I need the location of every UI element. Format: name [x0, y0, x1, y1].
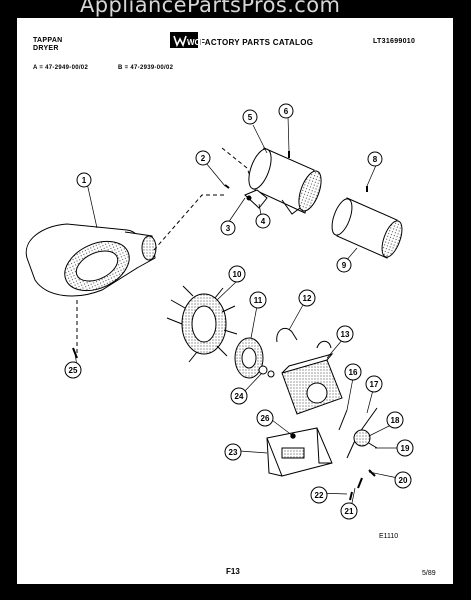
callout-16: 16: [344, 363, 362, 381]
blower-housing: [25, 223, 157, 297]
svg-text:23: 23: [229, 448, 238, 457]
callout-26: 26: [256, 409, 274, 427]
callout-23: 23: [224, 443, 242, 461]
watermark: AppliancePartsPros.com: [80, 0, 341, 17]
switch-assembly-16-18: [338, 407, 378, 459]
brand-name: TAPPAN: [33, 37, 63, 44]
svg-text:20: 20: [399, 476, 408, 485]
svg-text:26: 26: [261, 414, 270, 423]
callouts: 1 2 3 4 5 6 8 9 10 11 12 13 16 17 18 19 …: [64, 103, 414, 520]
svg-text:9: 9: [342, 261, 347, 270]
callout-1: 1: [76, 172, 92, 188]
motor-13: [281, 340, 343, 415]
appliance-type: DRYER: [33, 45, 59, 52]
callout-17: 17: [365, 375, 383, 393]
svg-text:18: 18: [391, 416, 400, 425]
callout-3: 3: [220, 220, 236, 236]
svg-text:5: 5: [248, 113, 253, 122]
cylinder-9: [331, 197, 403, 259]
callout-leaders: [74, 115, 403, 509]
model-a-label: A = 47-2949-00/02: [33, 65, 89, 71]
exploded-parts-drawing: WCI: [25, 32, 436, 577]
catalog-title: FACTORY PARTS CATALOG: [200, 38, 314, 47]
callout-4: 4: [255, 213, 271, 229]
svg-text:2: 2: [201, 154, 206, 163]
clip-12: [276, 327, 298, 343]
svg-text:25: 25: [69, 366, 78, 375]
bracket-3-4: [244, 189, 268, 209]
callout-25: 25: [64, 361, 82, 379]
model-b-label: B = 47-2939-00/02: [118, 65, 174, 71]
fasteners: [72, 151, 376, 501]
callout-20: 20: [394, 471, 412, 489]
svg-text:17: 17: [370, 380, 379, 389]
wci-logo: WCI: [170, 32, 203, 48]
callout-9: 9: [336, 257, 352, 273]
callout-6: 6: [278, 103, 294, 119]
motor-cylinder-5: [248, 147, 322, 215]
svg-text:22: 22: [315, 491, 324, 500]
svg-text:21: 21: [345, 507, 354, 516]
callout-5: 5: [242, 109, 258, 125]
callout-11: 11: [249, 291, 267, 309]
svg-text:19: 19: [401, 444, 410, 453]
date-code: 5/89: [422, 570, 436, 577]
svg-text:11: 11: [254, 296, 263, 305]
blower-wheel-10: [166, 285, 238, 363]
callout-22: 22: [310, 486, 328, 504]
leader-dashed-lines: [76, 147, 253, 358]
svg-text:1: 1: [82, 176, 87, 185]
logo-letters: WCI: [187, 38, 203, 47]
svg-text:12: 12: [303, 294, 312, 303]
motor-mount-23: [266, 427, 333, 477]
callout-19: 19: [396, 439, 414, 457]
parts-diagram-sheet: TAPPAN DRYER FACTORY PARTS CATALOG LT316…: [17, 18, 453, 584]
figure-label: F13: [226, 567, 240, 576]
pulley-11: [234, 337, 275, 379]
svg-text:13: 13: [341, 330, 350, 339]
callout-10: 10: [228, 265, 246, 283]
callout-12: 12: [298, 289, 316, 307]
svg-text:16: 16: [349, 368, 358, 377]
svg-text:3: 3: [226, 224, 231, 233]
drawing-code: E1110: [379, 533, 398, 540]
svg-text:10: 10: [233, 270, 242, 279]
svg-text:8: 8: [373, 155, 378, 164]
callout-18: 18: [386, 411, 404, 429]
callout-8: 8: [367, 151, 383, 167]
callout-21: 21: [340, 502, 358, 520]
callout-2: 2: [195, 150, 211, 166]
callout-24: 24: [230, 387, 248, 405]
catalog-number: LT31699010: [373, 38, 416, 45]
callout-13: 13: [336, 325, 354, 343]
svg-text:6: 6: [284, 107, 289, 116]
svg-text:24: 24: [235, 392, 244, 401]
svg-text:4: 4: [261, 217, 266, 226]
